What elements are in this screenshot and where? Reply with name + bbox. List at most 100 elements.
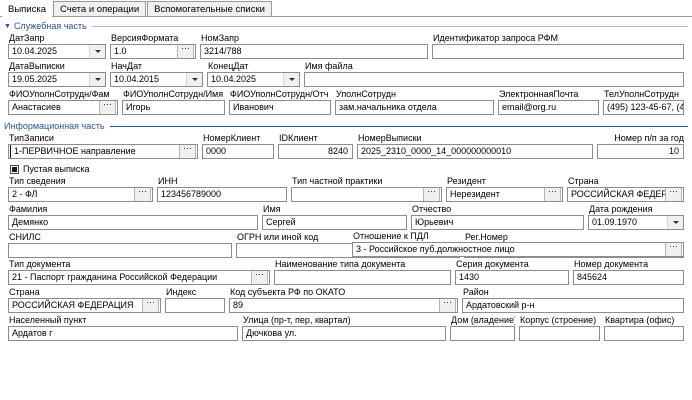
label-identifikator-rfm: Идентификатор запроса РФМ (433, 33, 559, 43)
lookup-icon[interactable]: ··· (179, 145, 196, 158)
input-dom[interactable] (450, 326, 515, 341)
empty-statement-checkbox-row[interactable]: Пустая выписка (4, 159, 688, 174)
value-fio-imya: Игорь (126, 102, 151, 112)
input-otnoshenie-pdl[interactable]: 3 - Российское пуб.должностное лицо ··· (352, 242, 684, 257)
input-versiya-formata[interactable]: 1.0 ··· (110, 44, 196, 59)
input-upoln-sotrudn[interactable]: зам.начальника отдела (335, 100, 494, 115)
input-tip-zapisi[interactable]: 1-ПЕРВИЧНОЕ направление ··· (8, 144, 198, 159)
chevron-down-icon[interactable] (283, 73, 299, 86)
input-konech-dat[interactable]: 10.04.2025 (207, 72, 300, 87)
lookup-icon[interactable]: ··· (665, 243, 682, 256)
tab-vypiska[interactable]: Выписка (2, 2, 53, 17)
chevron-down-icon[interactable] (186, 73, 202, 86)
input-nomer-dokumenta[interactable]: 845624 (573, 270, 684, 285)
service-row-3: ФИОУполнСотрудн/Фам Анастасиев ··· ФИОУп… (4, 89, 688, 115)
field-naimenovanie-tipa: Наименование типа документа (274, 259, 451, 285)
input-identifikator-rfm[interactable] (432, 44, 684, 59)
tab-auxiliary-lists[interactable]: Вспомогательные списки (147, 1, 272, 16)
field-naselennyy-punkt: Населенный пункт Ардатов г (8, 315, 238, 341)
lookup-icon[interactable]: ··· (99, 101, 116, 114)
field-inn: ИНН 123456789000 (157, 176, 287, 202)
label-ogrn: ОГРН или иной код (236, 232, 319, 242)
input-email[interactable]: email@org.ru (498, 100, 599, 115)
field-otnoshenie-pdl: Отношение к ПДЛ 3 - Российское пуб.должн… (352, 231, 684, 257)
lookup-icon[interactable]: ··· (439, 299, 456, 312)
label-fio-fam: ФИОУполнСотрудн/Фам (9, 89, 110, 99)
value-nomer-vypiski: 2025_2310_0000_14_000000000010 (361, 146, 512, 156)
tab-accounts-operations[interactable]: Счета и операции (53, 1, 147, 16)
input-data-rozhdeniya[interactable]: 01.09.1970 (588, 215, 684, 230)
input-rayon[interactable]: Ардатовский р-н (462, 298, 684, 313)
lookup-icon[interactable]: ··· (544, 188, 561, 201)
input-kvartira[interactable] (604, 326, 684, 341)
input-indeks[interactable] (165, 298, 225, 313)
input-nomer-pp[interactable]: 10 (597, 144, 684, 159)
input-tip-chastnoy-praktiki[interactable]: ··· (291, 187, 442, 202)
service-row-1: ДатЗапр 10.04.2025 ВерсияФормата 1.0 ···… (4, 33, 688, 59)
input-tip-dokumenta[interactable]: 21 - Паспорт гражданина Российской Федер… (8, 270, 270, 285)
input-id-klient[interactable]: 8240 (278, 144, 353, 159)
input-rezident[interactable]: Нерезидент ··· (446, 187, 563, 202)
label-konech-dat: КонецДат (208, 61, 249, 71)
label-snils: СНИЛС (9, 232, 41, 242)
lookup-icon[interactable]: ··· (177, 45, 194, 58)
value-nomer-dokumenta: 845624 (577, 272, 608, 282)
input-dat-zapr[interactable]: 10.04.2025 (8, 44, 106, 59)
chevron-down-icon[interactable] (667, 216, 683, 229)
input-ulitsa[interactable]: Дючкова ул. (242, 326, 446, 341)
value-nomer-pp: 10 (668, 146, 679, 156)
input-strana-rezident[interactable]: РОССИЙСКАЯ ФЕДЕР. ··· (567, 187, 684, 202)
input-fio-imya[interactable]: Игорь (122, 100, 225, 115)
value-fio-fam: Анастасиев (12, 102, 61, 112)
input-strana-adres[interactable]: РОССИЙСКАЯ ФЕДЕРАЦИЯ ··· (8, 298, 161, 313)
lookup-icon[interactable]: ··· (134, 188, 151, 201)
input-otchestvo[interactable]: Юрьевич (411, 215, 584, 230)
input-fio-otch[interactable]: Иванович (229, 100, 331, 115)
input-naimenovanie-tipa[interactable] (274, 270, 451, 285)
label-strana-adres: Страна (9, 287, 40, 297)
value-rezident: Нерезидент (450, 189, 500, 199)
input-tip-svedeniya[interactable]: 2 - ФЛ ··· (8, 187, 153, 202)
label-tip-zapisi: ТипЗаписи (9, 133, 54, 143)
lookup-icon[interactable]: ··· (423, 188, 440, 201)
input-data-vypiski[interactable]: 19.05.2025 (8, 72, 106, 87)
chevron-down-icon[interactable] (89, 45, 105, 58)
info-row-1: ТипЗаписи 1-ПЕРВИЧНОЕ направление ··· Но… (4, 133, 688, 159)
info-section-header[interactable]: Информационная часть (4, 121, 688, 131)
input-nom-zapr[interactable]: 3214/788 (200, 44, 428, 59)
label-indeks: Индекс (166, 287, 197, 297)
value-dat-zapr: 10.04.2025 (12, 46, 58, 56)
input-nomer-klient[interactable]: 0000 (202, 144, 274, 159)
input-nomer-vypiski[interactable]: 2025_2310_0000_14_000000000010 (357, 144, 593, 159)
input-snils[interactable] (8, 243, 232, 258)
input-nach-dat[interactable]: 10.04.2015 (110, 72, 203, 87)
chevron-down-icon[interactable]: ▼ (4, 22, 11, 30)
lookup-icon[interactable]: ··· (251, 271, 268, 284)
input-inn[interactable]: 123456789000 (157, 187, 287, 202)
input-naselennyy-punkt[interactable]: Ардатов г (8, 326, 238, 341)
value-naselennyy-punkt: Ардатов г (12, 328, 53, 338)
service-section-header[interactable]: ▼ Служебная часть (4, 21, 688, 31)
lookup-icon[interactable]: ··· (142, 299, 159, 312)
input-fio-fam[interactable]: Анастасиев ··· (8, 100, 118, 115)
input-seriya-dokumenta[interactable]: 1430 (455, 270, 569, 285)
field-strana-rezident: Страна РОССИЙСКАЯ ФЕДЕР. ··· (567, 176, 684, 202)
chevron-down-icon[interactable] (89, 73, 105, 86)
value-konech-dat: 10.04.2025 (211, 74, 257, 84)
label-seriya-dokumenta: Серия документа (456, 259, 529, 269)
label-fio-imya: ФИОУполнСотрудн/Имя (123, 89, 224, 99)
field-ulitsa: Улица (пр-т, пер, квартал) Дючкова ул. (242, 315, 446, 341)
tab-bar: Выписка Счета и операции Вспомогательные… (0, 0, 692, 17)
input-kod-subekta[interactable]: 89 ··· (229, 298, 458, 313)
lookup-icon[interactable]: ··· (665, 188, 682, 201)
input-familiya[interactable]: Демянко (8, 215, 258, 230)
field-identifikator-rfm: Идентификатор запроса РФМ (432, 33, 684, 59)
checkbox-icon[interactable] (10, 164, 19, 174)
input-imya[interactable]: Сергей (262, 215, 407, 230)
label-familiya: Фамилия (9, 204, 48, 214)
input-imya-fayla[interactable] (304, 72, 684, 87)
input-tel-upoln-sotrudn[interactable]: (495) 123-45-67, (499) 987 (603, 100, 684, 115)
info-row-4b: Отношение к ПДЛ 3 - Российское пуб.должн… (4, 231, 688, 257)
divider (109, 125, 688, 127)
input-korpus[interactable] (519, 326, 600, 341)
